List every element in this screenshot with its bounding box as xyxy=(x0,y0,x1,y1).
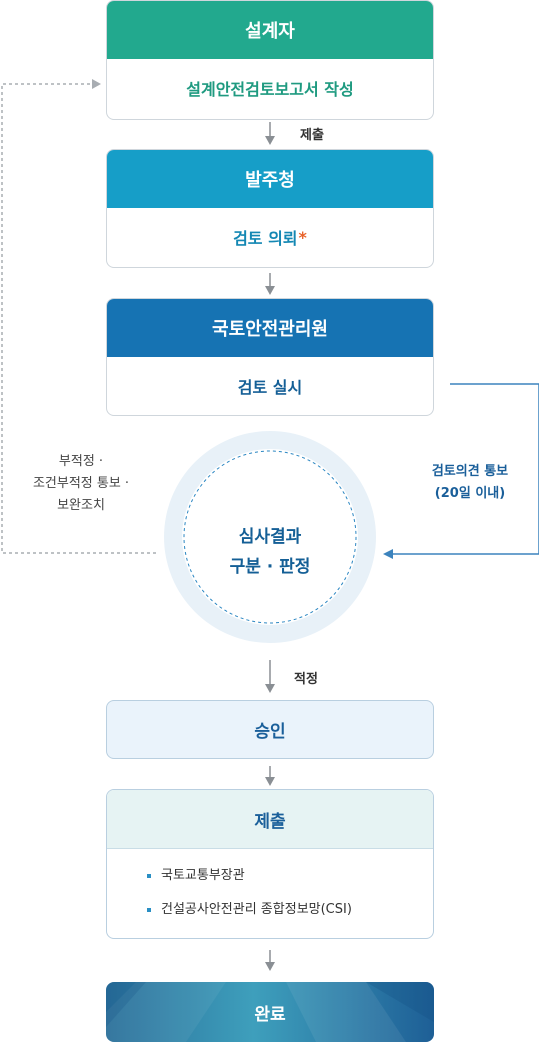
feedback-right-text: 검토의견 통보 (20일 이내) xyxy=(410,461,530,505)
judgement-text: 심사결과 구분 · 판정 xyxy=(200,522,340,582)
designer-task: 설계안전검토보고서 작성 xyxy=(186,80,354,99)
complete-label: 완료 xyxy=(254,1004,286,1025)
submission-title: 제출 xyxy=(107,790,433,849)
designer-title: 설계자 xyxy=(107,1,433,59)
designer-box: 설계자 설계안전검토보고서 작성 xyxy=(106,0,434,120)
feedback-line-left xyxy=(1,79,156,554)
step-submit-label: 제출 xyxy=(300,128,324,143)
client-task-row: 검토 의뢰* xyxy=(107,208,433,266)
complete-box: 완료 xyxy=(106,982,434,1042)
client-title: 발주청 xyxy=(107,150,433,208)
list-item-label: 건설공사안전관리 종합정보망(CSI) xyxy=(161,902,352,917)
list-item: 건설공사안전관리 종합정보망(CSI) xyxy=(147,893,433,927)
feedback-left-line: 보완조치 xyxy=(57,498,105,513)
submission-box: 제출 국토교통부장관 건설공사안전관리 종합정보망(CSI) xyxy=(106,789,434,939)
arrow-down xyxy=(265,122,275,145)
feedback-right-line: 검토의견 통보 xyxy=(431,464,509,479)
agency-box: 국토안전관리원 검토 실시 xyxy=(106,298,434,416)
client-box: 발주청 검토 의뢰* xyxy=(106,149,434,268)
list-item-label: 국토교통부장관 xyxy=(161,868,245,883)
asterisk-mark: * xyxy=(298,227,307,247)
agency-task: 검토 실시 xyxy=(237,378,303,397)
feedback-left-line: 조건부적정 통보 · xyxy=(32,476,130,491)
judgement-line: 심사결과 xyxy=(238,527,302,547)
approval-box: 승인 xyxy=(106,700,434,759)
bullet-icon xyxy=(147,874,151,878)
arrow-down xyxy=(265,766,275,786)
feedback-right-line: (20일 이내) xyxy=(434,486,506,501)
feedback-line-right xyxy=(383,383,539,559)
agency-title: 국토안전관리원 xyxy=(107,299,433,357)
client-task: 검토 의뢰 xyxy=(233,229,298,248)
complete-background xyxy=(106,982,434,1042)
list-item: 국토교통부장관 xyxy=(147,859,433,893)
feedback-left-line: 부적정 · xyxy=(58,454,104,469)
judgement-circle xyxy=(164,431,376,643)
feedback-left-text: 부적정 · 조건부적정 통보 · 보완조치 xyxy=(18,451,144,517)
bullet-icon xyxy=(147,908,151,912)
submission-list: 국토교통부장관 건설공사안전관리 종합정보망(CSI) xyxy=(107,849,433,927)
arrow-down xyxy=(265,660,275,693)
arrow-down xyxy=(265,273,275,295)
step-adequate-label: 적정 xyxy=(294,672,318,687)
arrow-down xyxy=(265,950,275,971)
judgement-line: 구분 · 판정 xyxy=(229,557,311,577)
